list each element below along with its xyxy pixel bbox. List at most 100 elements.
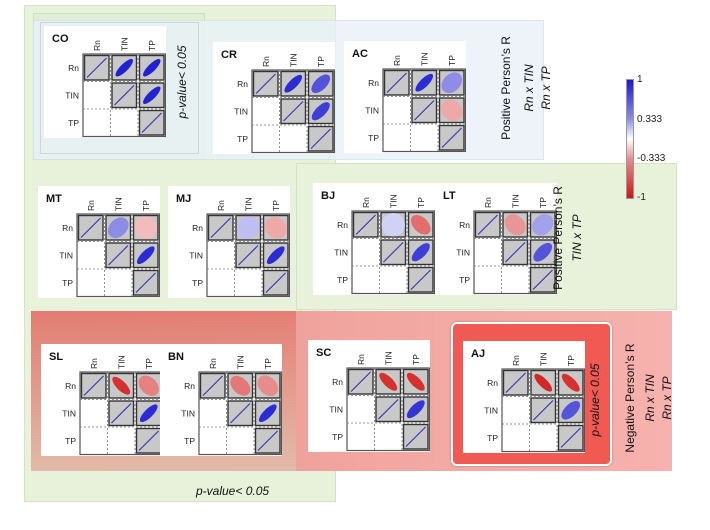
row-header: TIN — [189, 250, 203, 260]
column-header: Rn — [261, 56, 271, 67]
correlation-ellipse — [230, 375, 251, 396]
row-header: Rn — [459, 220, 470, 230]
diagonal-line — [532, 269, 553, 290]
row-header: TIN — [65, 90, 79, 100]
row-header: TP — [368, 133, 379, 143]
column-header: Rn — [208, 358, 218, 369]
diagonal-line — [505, 372, 526, 393]
row-header: TIN — [484, 405, 498, 415]
correlation-ellipse — [534, 373, 553, 392]
column-header: Rn — [511, 355, 521, 366]
correlation-ellipse — [406, 372, 425, 391]
column-header: TP — [144, 358, 154, 369]
diagonal-line — [114, 85, 135, 106]
matrix-site-label: MJ — [176, 193, 191, 205]
correlation-ellipse — [440, 99, 463, 122]
matrix-site-label: AJ — [471, 348, 485, 360]
diagonal-line — [350, 371, 371, 392]
group1-title: Positive Person’s R — [499, 36, 513, 140]
row-header: TIN — [62, 408, 76, 418]
correlation-ellipse — [381, 213, 405, 237]
column-header: TP — [416, 197, 426, 208]
correlation-ellipse — [415, 73, 434, 92]
row-header: Rn — [184, 381, 195, 391]
row-header: TP — [68, 118, 79, 128]
diagonal-line — [108, 245, 129, 266]
column-header: Rn — [356, 354, 366, 365]
row-header: TIN — [234, 106, 248, 116]
column-header: TIN — [288, 53, 298, 67]
diagonal-line — [283, 101, 304, 122]
row-header: Rn — [337, 220, 348, 230]
row-header: TP — [237, 134, 248, 144]
row-header: TP — [184, 436, 195, 446]
diagonal-line — [80, 217, 101, 238]
matrix-site-label: LT — [443, 190, 456, 202]
matrix-site-label: CO — [52, 33, 69, 45]
correlation-ellipse — [504, 214, 526, 236]
column-header: TIN — [538, 352, 548, 366]
column-header: TIN — [383, 351, 393, 365]
row-header: TP — [337, 275, 348, 285]
diagonal-line — [141, 112, 162, 133]
row-header: Rn — [368, 78, 379, 88]
diagonal-line — [255, 73, 276, 94]
row-header: Rn — [487, 378, 498, 388]
column-header: TP — [316, 56, 326, 67]
diagonal-line — [533, 400, 554, 421]
matrix-site-label: SL — [49, 351, 63, 363]
diagonal-line — [202, 375, 223, 396]
matrix-site-label: AC — [352, 48, 368, 60]
column-header: TP — [566, 355, 576, 366]
column-header: TP — [147, 40, 157, 51]
column-header: Rn — [216, 200, 226, 211]
group1-line2: Rn x TP — [539, 66, 553, 110]
correlation-ellipse — [533, 242, 553, 262]
diagonal-line — [414, 100, 435, 121]
row-header: TP — [65, 436, 76, 446]
correlation-ellipse — [139, 404, 158, 423]
row-header: Rn — [62, 223, 73, 233]
column-header: TIN — [243, 197, 253, 211]
group3-line2: Rn x TP — [660, 376, 674, 420]
correlation-ellipse — [258, 404, 277, 423]
diagonal-line — [138, 430, 159, 451]
row-header: Rn — [192, 223, 203, 233]
correlation-ellipse — [134, 216, 158, 240]
group1-line1: Rn x TIN — [522, 64, 536, 112]
correlation-ellipse — [561, 400, 581, 420]
correlation-ellipse — [143, 86, 161, 104]
row-header: TP — [192, 278, 203, 288]
correlation-ellipse — [136, 246, 155, 265]
column-header: TIN — [116, 355, 126, 369]
correlation-ellipse — [112, 376, 131, 395]
group3-title: Negative Person’s R — [623, 343, 637, 453]
column-header: TP — [263, 358, 273, 369]
column-header: Rn — [392, 55, 402, 66]
diagonal-line — [505, 242, 526, 263]
row-header: TIN — [59, 250, 73, 260]
column-header: TIN — [119, 37, 129, 51]
diagonal-line — [560, 427, 581, 448]
column-header: TP — [271, 200, 281, 211]
colorbar-tick-2: 0.333 — [637, 114, 663, 125]
diagonal-line — [111, 403, 132, 424]
column-header: Rn — [92, 40, 102, 51]
row-header: Rn — [237, 79, 248, 89]
correlation-ellipse — [406, 400, 425, 419]
diagonal-line — [386, 72, 407, 93]
